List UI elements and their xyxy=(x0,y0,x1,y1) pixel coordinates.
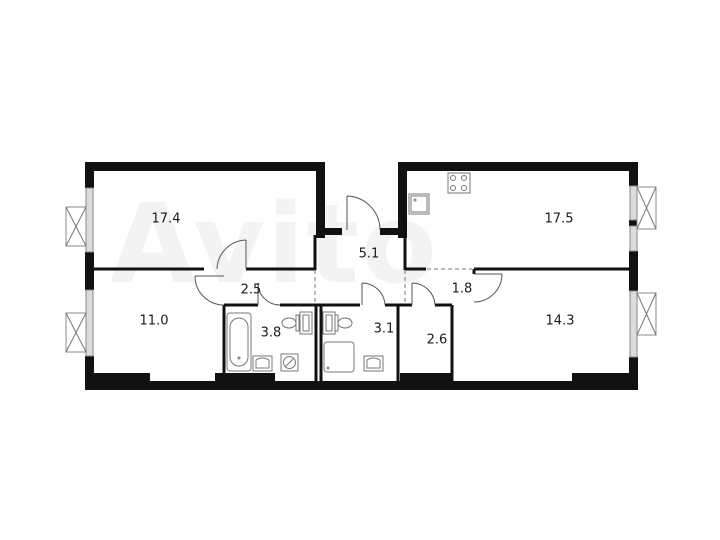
room-area-bedroom-1: 11.0 xyxy=(139,313,169,329)
room-area-kitchen-living: 17.5 xyxy=(544,211,574,227)
room-area-hall-left: 2.5 xyxy=(240,282,262,298)
zone-boundaries xyxy=(314,268,472,305)
room-area-entry-hall: 5.1 xyxy=(358,246,380,262)
room-area-bedroom-2: 14.3 xyxy=(545,313,575,329)
interior-walls xyxy=(94,228,629,381)
room-area-hall-right: 1.8 xyxy=(451,281,473,297)
bathroom-1-fixtures xyxy=(226,311,313,372)
windows xyxy=(65,185,657,358)
room-area-bathroom-1: 3.8 xyxy=(260,325,282,341)
bathroom-2-fixtures xyxy=(322,311,384,373)
outer-walls xyxy=(85,162,638,390)
doors xyxy=(194,195,503,306)
room-area-living-room-1: 17.4 xyxy=(151,211,181,227)
room-area-bathroom-2: 3.1 xyxy=(373,321,395,337)
room-area-storage: 2.6 xyxy=(426,332,448,348)
kitchen-fixtures xyxy=(408,172,471,215)
